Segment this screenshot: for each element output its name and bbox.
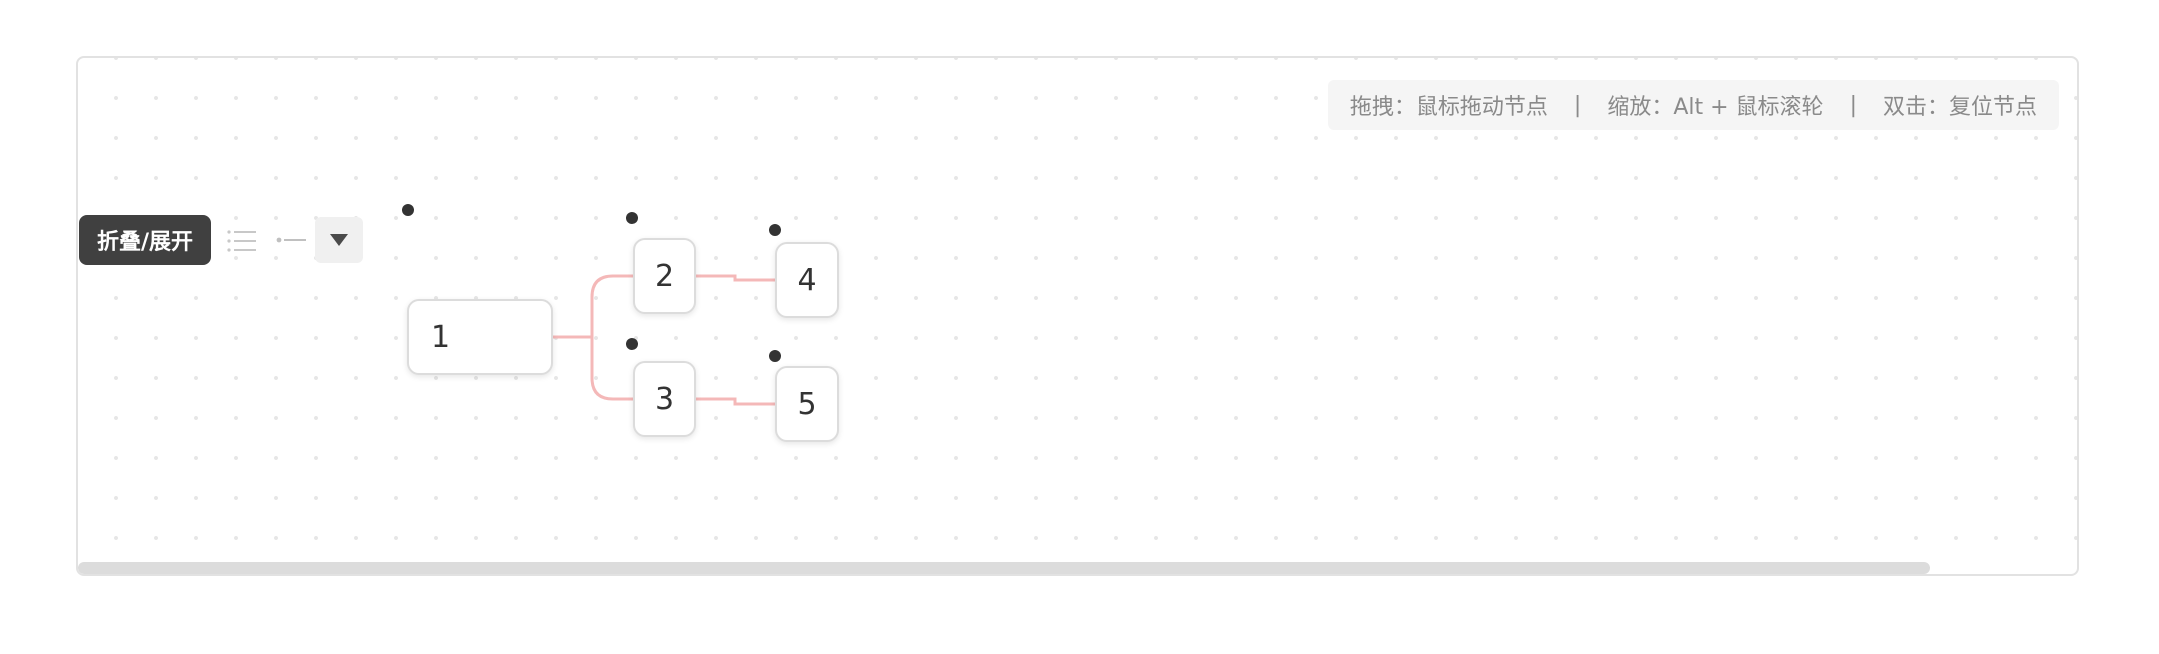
- caret-down-icon: [330, 234, 348, 246]
- mindmap-node[interactable]: 3: [633, 361, 696, 437]
- link-3-5: [696, 397, 775, 406]
- horizontal-scrollbar[interactable]: [78, 562, 1930, 574]
- hint-zoom: 缩放：Alt + 鼠标滚轮: [1607, 95, 1824, 120]
- collapse-expand-tooltip: 折叠/展开: [79, 215, 212, 265]
- link-1-2: [553, 274, 633, 339]
- node-handle-dot[interactable]: [626, 212, 638, 224]
- mindmap-node[interactable]: 2: [633, 238, 696, 314]
- line-style-icon[interactable]: [276, 232, 308, 248]
- hint-drag: 拖拽：鼠标拖动节点: [1349, 95, 1548, 120]
- hint-bar: 拖拽：鼠标拖动节点 | 缩放：Alt + 鼠标滚轮 | 双击：复位节点: [1327, 80, 2059, 130]
- dropdown-button[interactable]: [315, 217, 363, 263]
- hint-dblclick: 双击：复位节点: [1882, 95, 2037, 120]
- node-handle-dot[interactable]: [769, 350, 781, 362]
- list-icon[interactable]: [226, 228, 258, 254]
- node-handle-dot[interactable]: [402, 204, 414, 216]
- hint-separator: |: [1573, 92, 1582, 118]
- mindmap-node[interactable]: 4: [775, 242, 839, 318]
- link-2-4: [696, 274, 775, 282]
- hint-separator: |: [1849, 92, 1857, 118]
- node-handle-dot[interactable]: [626, 338, 638, 350]
- link-1-3: [553, 335, 633, 401]
- mindmap-canvas[interactable]: 拖拽：鼠标拖动节点 | 缩放：Alt + 鼠标滚轮 | 双击：复位节点: [76, 56, 2079, 576]
- node-handle-dot[interactable]: [769, 224, 781, 236]
- mindmap-node[interactable]: 5: [775, 366, 839, 442]
- mindmap-node-root[interactable]: 1: [407, 299, 553, 375]
